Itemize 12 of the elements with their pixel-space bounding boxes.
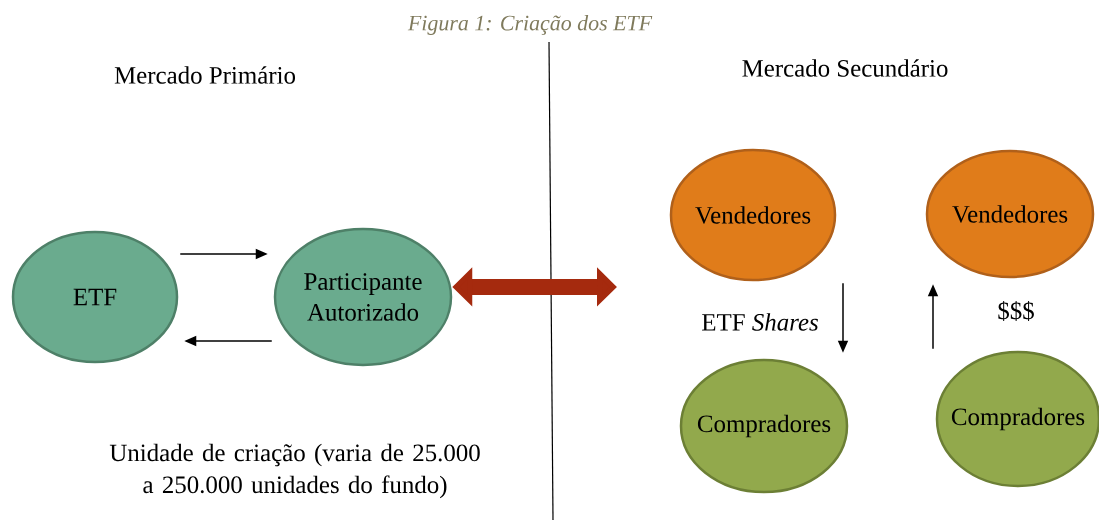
ellipse-node: ETF — [11, 230, 179, 364]
ellipse-node: Vendedores — [925, 149, 1095, 279]
section-heading: Mercado Secundário — [742, 59, 948, 77]
figure-caption: Figura 1: Criação dos ETF — [407, 15, 653, 35]
note-text: Unidade de criação (varia de 25.000 a 250.000 unidades do fundo) — [109, 443, 480, 499]
ellipse-node: Vendedores — [669, 148, 837, 282]
ellipse-node: Compradores — [935, 350, 1099, 488]
edge-label: ETF Shares — [700, 312, 820, 332]
ellipse-node: Compradores — [679, 358, 849, 494]
edge-label: $$$ — [996, 300, 1036, 322]
ellipse-node: Participante Autorizado — [273, 227, 453, 367]
section-heading: Mercado Primário — [114, 66, 295, 84]
